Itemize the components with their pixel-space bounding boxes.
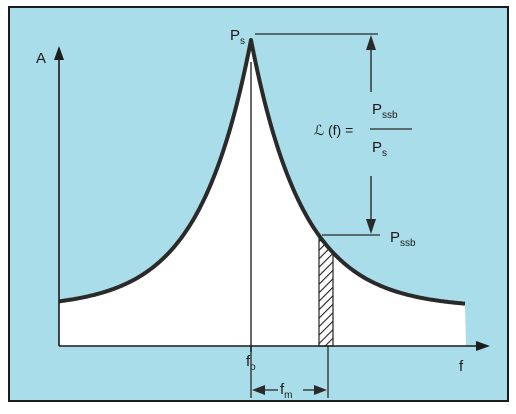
offset-interval-label: fm [280,381,293,401]
ratio-arrow-top-head [366,35,376,50]
ratio-arrow-bottom-head [366,219,376,234]
y-axis-label: A [36,50,46,67]
formula-numerator: Pssb [372,101,398,121]
phase-noise-formula: ℒ (f) = Pssb Ps [314,101,412,159]
y-axis-arrowhead [54,46,64,60]
fm-right-arrowhead [314,385,327,395]
formula-lhs: ℒ (f) = [314,122,353,138]
sideband-power-label: Pssb [390,229,416,249]
formula-denominator: Ps [372,139,387,159]
x-axis-label: f [459,358,464,375]
peak-power-label: Ps [230,27,245,47]
spectrum-curve [58,38,466,306]
fm-left-arrowhead [252,385,265,395]
x-axis-arrowhead [476,341,490,351]
ratio-arrow [366,35,376,234]
offset-interval-dimension: fm [250,346,329,401]
axes [54,46,490,352]
carrier-frequency-label: fo [246,353,256,373]
area-under-curve [59,40,466,346]
